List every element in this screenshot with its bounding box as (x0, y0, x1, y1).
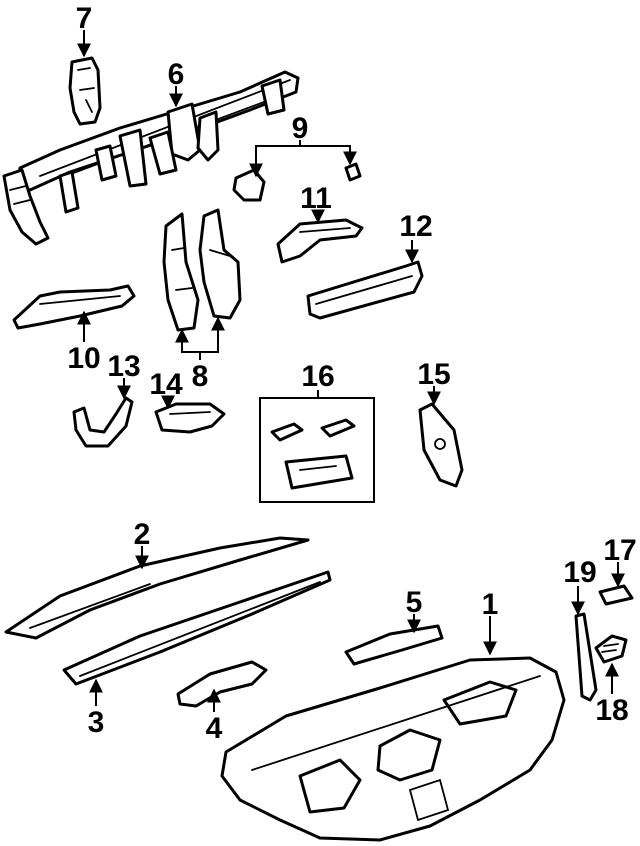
part-11-bracket (276, 218, 364, 264)
callout-19: 19 (563, 556, 596, 589)
part-10-bracket (12, 284, 136, 330)
callout-16: 16 (301, 360, 334, 393)
part-12-reinforcement (306, 260, 424, 320)
callout-12: 12 (399, 210, 432, 243)
leader-9b (300, 145, 357, 166)
callout-17: 17 (603, 534, 636, 567)
callout-2: 2 (134, 518, 151, 551)
callout-15: 15 (417, 358, 450, 391)
callout-8: 8 (192, 360, 209, 393)
callout-13: 13 (107, 350, 140, 383)
leader-lines (77, 30, 625, 712)
callout-9: 9 (292, 112, 309, 145)
callout-5: 5 (406, 586, 423, 619)
leader-8b (200, 316, 225, 353)
callout-18: 18 (595, 694, 628, 727)
part-2-upper-pad (4, 536, 310, 640)
callout-4: 4 (206, 712, 223, 745)
callout-10: 10 (67, 342, 100, 375)
callout-6: 6 (168, 58, 185, 91)
callout-labels: 7 6 9 11 12 10 13 14 8 16 15 2 3 4 5 1 1… (67, 2, 636, 745)
part-18-vent (594, 634, 628, 664)
part-8-supports (162, 208, 242, 332)
part-4-bracket (176, 660, 268, 708)
part-14-duct (154, 402, 226, 434)
part-9-brackets (232, 162, 362, 202)
leader-8 (175, 328, 201, 360)
part-7-bracket (68, 56, 102, 126)
callout-14: 14 (149, 368, 183, 401)
part-17-cap (598, 584, 634, 606)
part-13-grab-handle (72, 396, 134, 448)
part-16-vent-kit (259, 397, 375, 503)
part-1-instrument-panel (220, 656, 566, 842)
callout-7: 7 (76, 2, 93, 35)
callout-3: 3 (88, 706, 105, 739)
part-19-trim-strip (574, 612, 598, 702)
part-5-reinforcement (344, 624, 444, 666)
callout-1: 1 (482, 588, 499, 621)
callout-11: 11 (300, 182, 332, 215)
part-3-defroster-trim (62, 570, 332, 686)
part-15-side-cover (418, 402, 464, 488)
part-6-crosscar-beam (2, 70, 300, 246)
leader-9 (249, 140, 301, 178)
